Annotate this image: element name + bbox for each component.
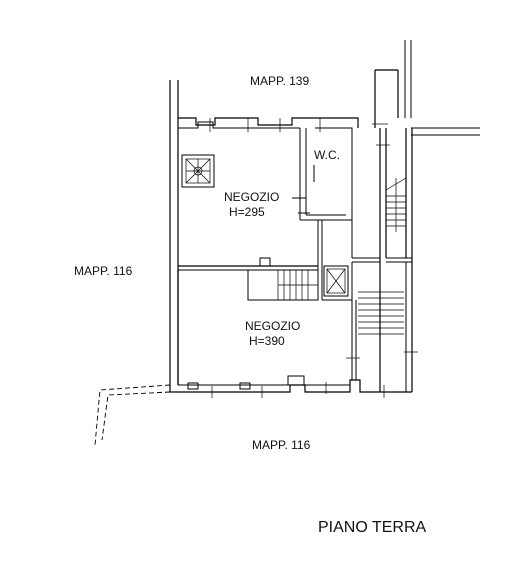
lower-shop-label: NEGOZIO [245, 319, 300, 333]
east-lower-staircase [358, 291, 404, 335]
west-parcel-label: MAPP. 116 [74, 264, 133, 278]
stair-between-shops [247, 269, 319, 301]
north-parcel-label: MAPP. 139 [250, 74, 309, 88]
spiral-staircase [181, 154, 215, 188]
interior-walls [178, 128, 412, 392]
east-upper-staircase [385, 177, 407, 232]
upper-shop-label: NEGOZIO [224, 190, 279, 204]
outer-walls [169, 40, 480, 393]
lower-shop-height-label: H=390 [249, 334, 285, 348]
floor-title: PIANO TERRA [318, 519, 427, 536]
elevator-shaft [323, 265, 349, 297]
neighbor-boundary [94, 384, 171, 446]
wc-label: W.C. [314, 148, 340, 162]
south-parcel-label: MAPP. 116 [252, 438, 311, 452]
survey-ticks [209, 118, 418, 398]
upper-shop-height-label: H=295 [229, 205, 265, 219]
